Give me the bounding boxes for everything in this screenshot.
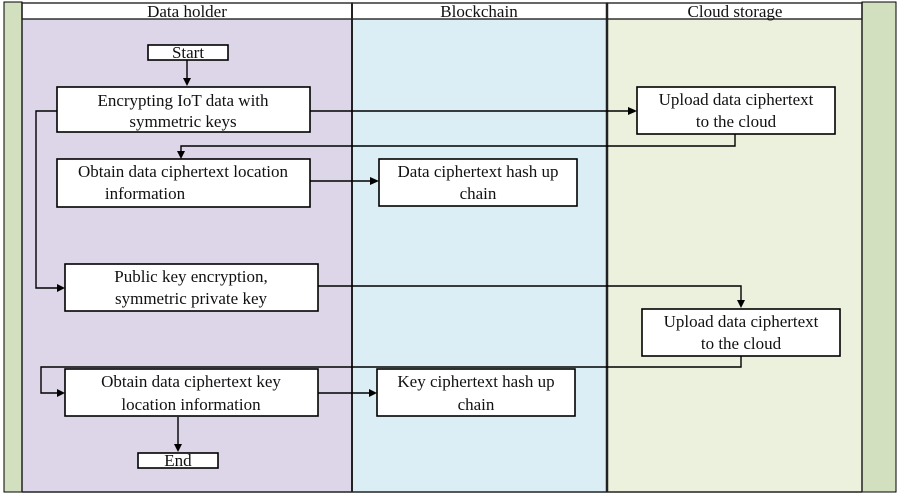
lane-header-cloud-storage: Cloud storage bbox=[688, 2, 783, 21]
node-key-hash-up-line-1: Key ciphertext hash up bbox=[397, 372, 554, 391]
node-hash-up: Data ciphertext hash up chain bbox=[378, 158, 578, 207]
node-public-key: Public key encryption, symmetric private… bbox=[64, 263, 319, 312]
node-hash-up-line-1: Data ciphertext hash up bbox=[398, 162, 559, 181]
lane-header-data-holder: Data holder bbox=[147, 2, 227, 21]
node-upload-1: Upload data ciphertext to the cloud bbox=[636, 86, 836, 135]
node-obtain-key-location: Obtain data ciphertext key location info… bbox=[64, 368, 319, 417]
arrowhead bbox=[628, 107, 637, 115]
arrowhead bbox=[57, 284, 65, 292]
node-obtain-key-location-line-2: location information bbox=[121, 395, 261, 414]
arrowhead bbox=[183, 78, 191, 86]
node-upload-2-line-2: to the cloud bbox=[701, 334, 782, 353]
arrowhead bbox=[174, 444, 182, 452]
node-end-label: End bbox=[164, 451, 192, 470]
arrow-upload2-to-obtain-key-location bbox=[40, 356, 742, 394]
node-obtain-location: Obtain data ciphertext location informat… bbox=[56, 158, 311, 208]
node-upload-2-line-1: Upload data ciphertext bbox=[664, 312, 819, 331]
node-start-label: Start bbox=[172, 43, 204, 62]
node-key-hash-up: Key ciphertext hash up chain bbox=[376, 368, 576, 417]
arrow-upload1-to-obtain-location bbox=[180, 134, 736, 153]
arrow-encrypt-to-public-key bbox=[35, 110, 57, 289]
connectors bbox=[35, 60, 745, 452]
node-end: End bbox=[137, 451, 219, 470]
node-upload-1-line-1: Upload data ciphertext bbox=[659, 90, 814, 109]
node-start: Start bbox=[147, 43, 229, 62]
node-public-key-line-1: Public key encryption, bbox=[114, 267, 267, 286]
node-public-key-line-2: symmetric private key bbox=[115, 289, 268, 308]
node-encrypt-line-2: symmetric keys bbox=[129, 112, 236, 131]
lane-blockchain bbox=[352, 19, 607, 492]
left-border-strip bbox=[3, 1, 23, 493]
node-hash-up-line-2: chain bbox=[460, 184, 497, 203]
right-border-strip bbox=[861, 1, 897, 493]
node-encrypt-line-1: Encrypting IoT data with bbox=[97, 91, 269, 110]
arrow-public-key-to-upload2 bbox=[318, 285, 742, 301]
node-upload-1-line-2: to the cloud bbox=[696, 112, 777, 131]
arrowhead bbox=[57, 389, 65, 397]
node-obtain-location-line-2: information bbox=[105, 184, 186, 203]
node-obtain-key-location-line-1: Obtain data ciphertext key bbox=[101, 372, 281, 391]
arrowhead bbox=[369, 389, 377, 397]
arrowhead bbox=[177, 151, 185, 159]
lane-header-blockchain: Blockchain bbox=[440, 2, 518, 21]
arrowhead bbox=[370, 177, 379, 185]
arrowhead bbox=[737, 300, 745, 308]
node-obtain-location-line-1: Obtain data ciphertext location bbox=[78, 162, 289, 181]
node-encrypt: Encrypting IoT data with symmetric keys bbox=[56, 86, 311, 133]
node-upload-2: Upload data ciphertext to the cloud bbox=[641, 308, 841, 357]
node-key-hash-up-line-2: chain bbox=[458, 395, 495, 414]
